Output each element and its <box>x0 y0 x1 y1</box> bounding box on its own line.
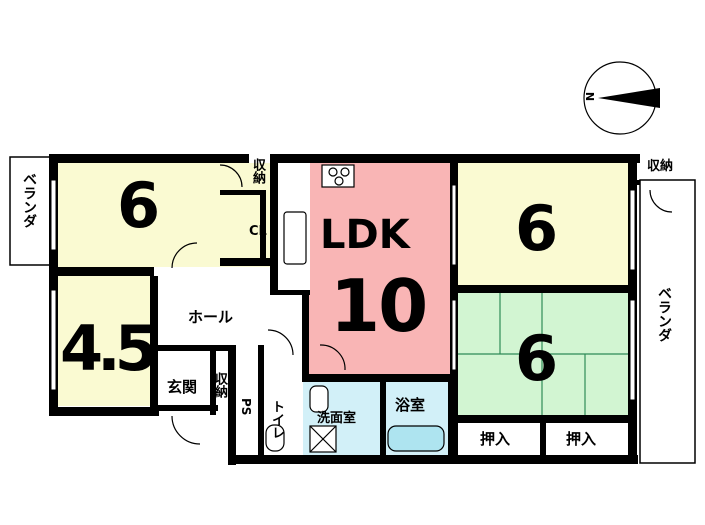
ps-label: PS <box>239 398 253 416</box>
washroom-label: 洗面室 <box>317 411 357 426</box>
ldk-fill <box>278 163 450 374</box>
windows <box>50 179 636 401</box>
west-room-fill <box>57 163 277 267</box>
bathroom-label: 浴室 <box>395 396 426 414</box>
ldk-size: 10 <box>330 264 428 348</box>
tatami-room-size: 6 <box>515 322 559 395</box>
compass-north-label: N <box>584 91 598 102</box>
veranda-left-label: ベランダ <box>21 172 37 228</box>
kitchen-fixtures <box>283 164 355 265</box>
small-room-size: 4.5 <box>60 312 158 385</box>
east-room-fill <box>458 163 628 285</box>
tatami-lines <box>458 293 628 415</box>
small-room-fill <box>57 276 151 406</box>
west-room-size: 6 <box>117 169 161 242</box>
oshiire-2-label: 押入 <box>566 430 597 448</box>
ldk-name: LDK <box>320 212 410 258</box>
east-room-size: 6 <box>515 192 559 265</box>
doors <box>171 164 673 445</box>
compass-icon <box>583 61 660 135</box>
storage-top-label: 収納 <box>250 158 265 184</box>
entrance-label: 玄関 <box>167 378 198 396</box>
veranda-right-label: ベランダ <box>656 286 672 342</box>
oshiire-1-label: 押入 <box>480 430 511 448</box>
wash-fixtures <box>265 385 445 453</box>
closet-label: CL <box>249 224 267 239</box>
storage-top-right-label: 収納 <box>647 159 674 174</box>
toilet-label: トイレ <box>269 400 284 439</box>
hall-label: ホール <box>188 308 234 326</box>
storage-entry-label: 収納 <box>212 372 227 398</box>
veranda-right <box>639 179 696 464</box>
